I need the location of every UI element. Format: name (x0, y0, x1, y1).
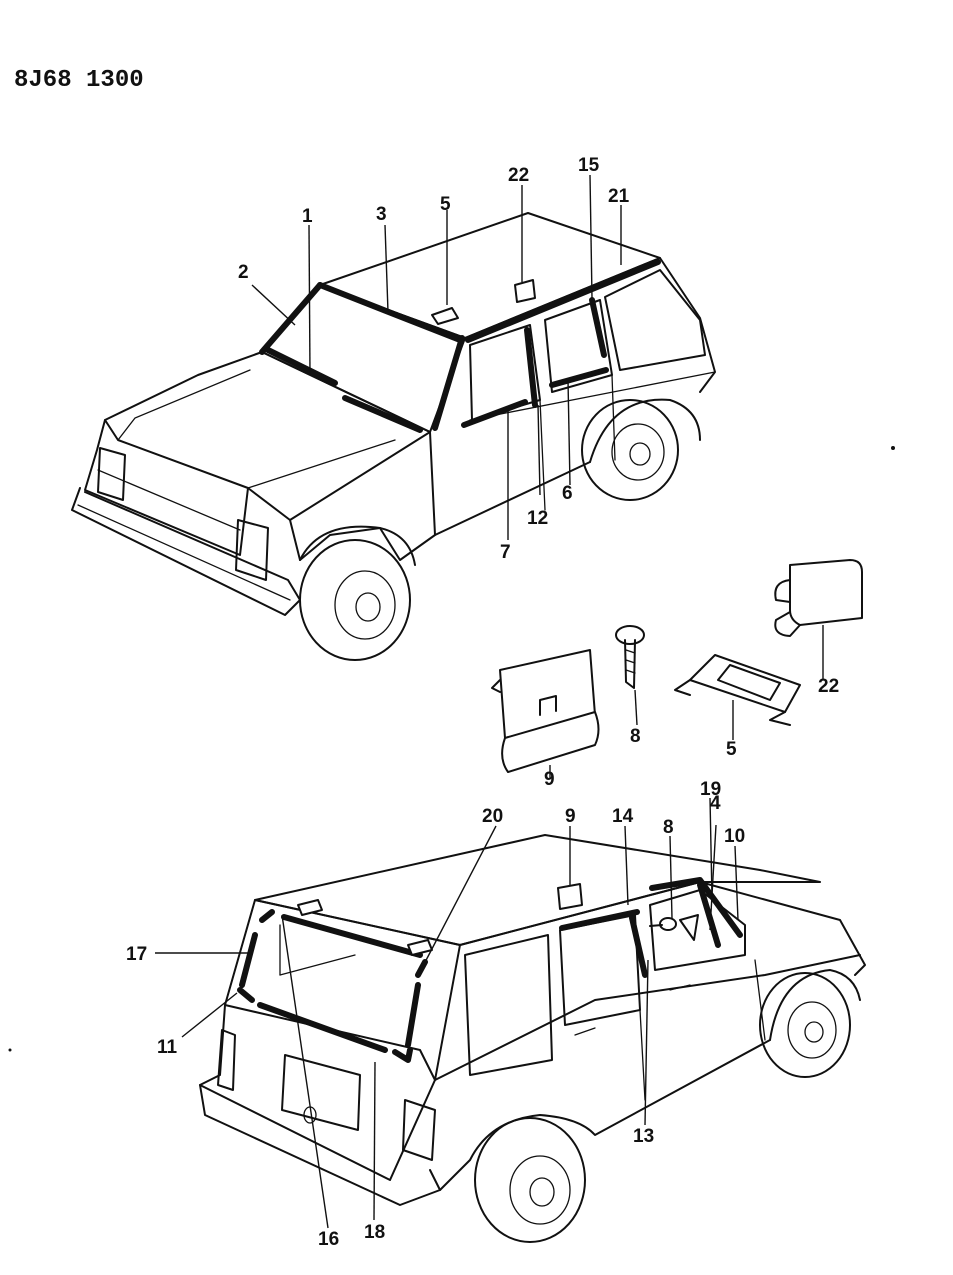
callout-4: 4 (710, 793, 721, 814)
callout-5-top: 5 (440, 194, 451, 215)
leader-lines (155, 174, 824, 1229)
callout-22-detail: 22 (818, 676, 839, 697)
part-5-clip-detail (674, 654, 801, 726)
callout-5-detail: 5 (726, 739, 737, 760)
callout-9-detail: 9 (544, 769, 555, 790)
callout-22-top: 22 (508, 165, 529, 186)
callout-17: 17 (126, 944, 147, 965)
part-8-screw-detail (615, 625, 645, 689)
part-22-clip-detail (774, 559, 863, 637)
callout-8-rear: 8 (663, 817, 674, 838)
stray-dot (8, 1048, 12, 1052)
callout-9-rear: 9 (565, 806, 576, 827)
callout-labels: 1 2 3 5 22 15 21 7 12 6 8 22 5 9 20 9 14… (126, 155, 839, 1250)
vehicle-rear-view (199, 834, 866, 1243)
callout-12: 12 (527, 508, 548, 529)
stray-dot (891, 446, 895, 450)
callout-19: 19 (700, 779, 721, 800)
callout-18: 18 (364, 1222, 385, 1243)
callout-8-detail: 8 (630, 726, 641, 747)
vehicle-front-view (71, 212, 716, 661)
callout-20: 20 (482, 806, 503, 827)
part-9-clip-detail (491, 649, 600, 773)
callout-7: 7 (500, 542, 511, 563)
callout-14: 14 (612, 806, 634, 827)
callout-15: 15 (578, 155, 600, 176)
callout-2: 2 (238, 262, 249, 283)
callout-6: 6 (562, 483, 573, 504)
callout-10: 10 (724, 826, 745, 847)
callout-21: 21 (608, 186, 630, 207)
callout-11: 11 (157, 1037, 178, 1058)
callout-3: 3 (376, 204, 387, 225)
diagram-title: 8J68 1300 (14, 67, 144, 94)
callout-16: 16 (318, 1229, 339, 1250)
callout-13: 13 (633, 1126, 654, 1147)
callout-1: 1 (302, 206, 313, 227)
